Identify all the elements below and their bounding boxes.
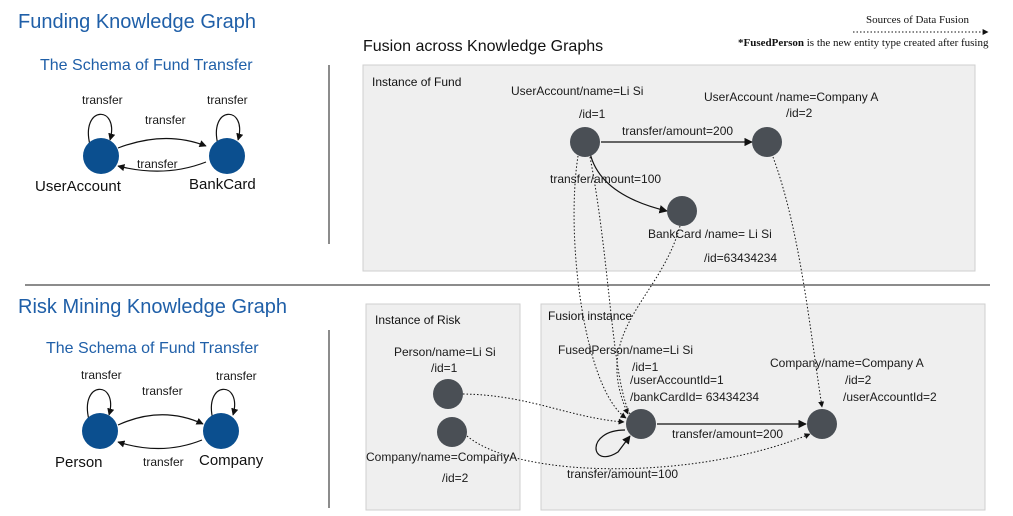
top-edge-ba-label: transfer (137, 157, 178, 171)
risk-panel-title: Instance of Risk (375, 313, 461, 327)
top-schema-graph: transfer transfer transfer transfer User… (35, 93, 256, 195)
top-self-loop-a (87, 113, 116, 146)
ua-li-id: /id=1 (579, 107, 606, 121)
bottom-edge-ba-label: transfer (143, 455, 184, 469)
risk-company-name: Company/name=CompanyA (366, 450, 517, 464)
src-ua-li-to-fused-2 (589, 156, 631, 415)
top-edge-ab-label: transfer (145, 113, 186, 127)
bottom-schema-graph: transfer transfer transfer transfer Pers… (55, 368, 264, 471)
note-bold: *FusedPerson (738, 37, 804, 49)
src-ua-company-to-company (772, 156, 825, 408)
bottom-self-loop-b (210, 388, 239, 421)
top-self-loop-b (215, 113, 244, 146)
fused-self-loop (595, 429, 631, 458)
top-edge-ab (117, 137, 207, 149)
person-name: Person/name=Li Si (394, 345, 496, 359)
useraccount-schema-node (83, 138, 119, 174)
person-id: /id=1 (431, 361, 458, 375)
src-risk-company-to-company (466, 433, 811, 470)
fusion-panel (540, 303, 986, 511)
fund-edge-200-label: transfer/amount=200 (622, 124, 733, 138)
top-schema-title: The Schema of Fund Transfer (40, 57, 253, 74)
fusion-heading: Fusion across Knowledge Graphs (363, 38, 603, 55)
ua-company-id: /id=2 (786, 106, 813, 120)
bottom-edge-ab-label: transfer (142, 384, 183, 398)
top-edge-ba (117, 161, 207, 172)
fusion-company-node (807, 409, 837, 439)
bottom-edge-ba (117, 439, 203, 450)
fusion-source-lines (462, 155, 825, 470)
fusion-company-id: /id=2 (845, 373, 872, 387)
company-schema-node (203, 413, 239, 449)
fund-edge-100-label: transfer/amount=100 (550, 172, 661, 186)
ua-company-name: UserAccount /name=Company A (704, 90, 878, 104)
fused-name: FusedPerson/name=Li Si (558, 343, 693, 357)
top-self-loop-b-label: transfer (207, 93, 248, 107)
fund-panel (362, 64, 976, 272)
ua-li-node (570, 127, 600, 157)
fusion-edge-200-label: transfer/amount=200 (672, 427, 783, 441)
fused-user: /userAccountId=1 (630, 373, 724, 387)
useraccount-schema-label: UserAccount (35, 178, 122, 195)
company-schema-label: Company (199, 452, 264, 469)
fusion-company-name: Company/name=Company A (770, 356, 924, 370)
fusion-edge-100-label: transfer/amount=100 (567, 467, 678, 481)
fund-edge-100 (589, 152, 668, 214)
risk-graph-title: Risk Mining Knowledge Graph (18, 296, 287, 318)
fusion-legend: Sources of Data Fusion *FusedPerson is t… (738, 14, 989, 49)
fused-person-note: *FusedPerson is the new entity type crea… (738, 37, 989, 49)
bankcard-schema-node (209, 138, 245, 174)
src-bankcard-to-fused (616, 225, 681, 415)
legend-text: Sources of Data Fusion (866, 14, 969, 26)
bankcard-name: BankCard /name= Li Si (648, 227, 772, 241)
top-self-loop-a-label: transfer (82, 93, 123, 107)
ua-li-name: UserAccount/name=Li Si (511, 84, 643, 98)
bottom-schema-title: The Schema of Fund Transfer (46, 340, 259, 357)
person-node (433, 379, 463, 409)
fund-panel-title: Instance of Fund (372, 75, 461, 89)
bankcard-id: /id=63434234 (704, 251, 777, 265)
src-person-to-fused (462, 393, 625, 425)
fused-bank: /bankCardId= 63434234 (630, 390, 759, 404)
note-rest: is the new entity type created after fus… (804, 37, 989, 49)
risk-company-id: /id=2 (442, 471, 469, 485)
fusion-company-user: /userAccountId=2 (843, 390, 937, 404)
bottom-self-loop-a-label: transfer (81, 368, 122, 382)
bankcard-schema-label: BankCard (189, 176, 256, 193)
risk-company-node (437, 417, 467, 447)
person-schema-node (82, 413, 118, 449)
person-schema-label: Person (55, 454, 103, 471)
src-ua-li-to-fused (573, 155, 627, 419)
bottom-self-loop-a (86, 388, 115, 421)
bottom-edge-ab (117, 414, 204, 426)
ua-company-node (752, 127, 782, 157)
fused-person-node (626, 409, 656, 439)
bottom-self-loop-b-label: transfer (216, 369, 257, 383)
fused-id: /id=1 (632, 360, 659, 374)
fusion-panel-title: Fusion instance (548, 309, 632, 323)
bankcard-node (667, 196, 697, 226)
funding-graph-title: Funding Knowledge Graph (18, 11, 256, 33)
